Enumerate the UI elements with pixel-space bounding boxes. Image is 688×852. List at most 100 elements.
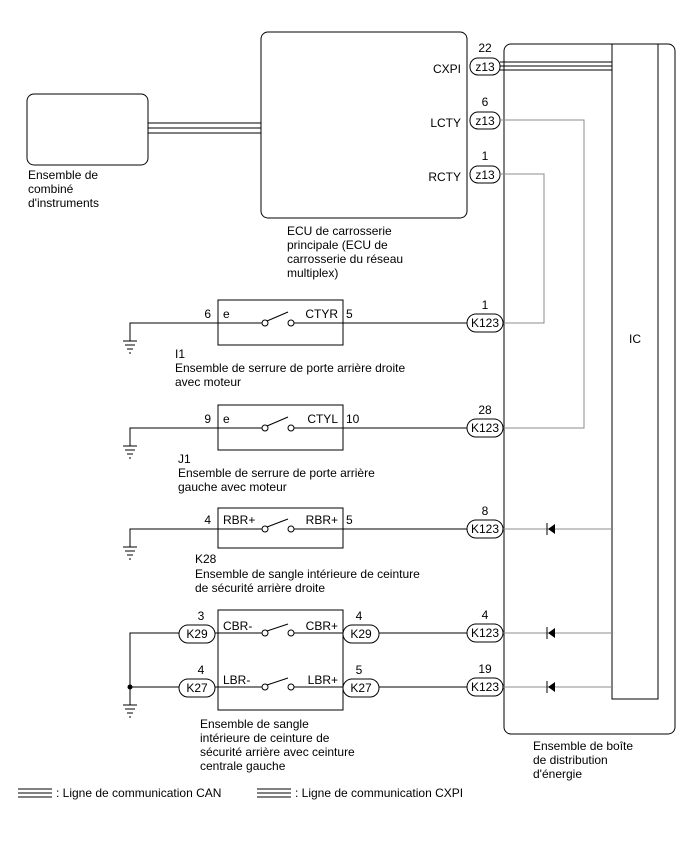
- switch-id: K28: [195, 552, 217, 566]
- connector-pill: [342, 678, 380, 698]
- jb-connector: K123: [471, 680, 499, 694]
- ecu-connector-lcty: z13: [475, 114, 495, 128]
- ecu-pin-number-lcty: 6: [482, 95, 489, 109]
- switch-left-pin: 3: [198, 609, 205, 623]
- ecu-pin-cxpi: CXPI 22 z13: [433, 41, 501, 76]
- cbr-diode-line: [503, 627, 612, 639]
- ecu-label: ECU de carrosserie principale (ECU de ca…: [287, 224, 403, 280]
- switch-name-line-2: de sécurité arrière droite: [195, 581, 325, 595]
- switch-left-pin: 6: [204, 307, 211, 321]
- diode-icon: [548, 524, 555, 534]
- jb-connector: K123: [471, 626, 499, 640]
- diode-icon: [548, 628, 555, 638]
- legend-can-label: : Ligne de communication CAN: [56, 786, 221, 800]
- ground-icon: [123, 445, 137, 459]
- jb-connector: K123: [471, 522, 499, 536]
- switch-right-term: CTYR: [305, 307, 338, 321]
- switch-name-line-4: centrale gauche: [200, 759, 286, 773]
- ecu-signal-cxpi: CXPI: [433, 62, 461, 76]
- ecu-pin-number-rcty: 1: [482, 149, 489, 163]
- lbr-diode-line: [503, 681, 612, 693]
- meter-label-line-3: d'instruments: [28, 196, 99, 210]
- rcty-wire: [500, 173, 545, 324]
- ic-block: [611, 43, 659, 700]
- combination-meter-label: Ensemble de combiné d'instruments: [28, 168, 99, 210]
- jb-pin-number: 19: [478, 662, 492, 676]
- ground-wire: [129, 427, 218, 446]
- ecu-connector-rcty: z13: [475, 168, 495, 182]
- left-connector: K27: [186, 681, 208, 695]
- legend-can-symbol: [18, 788, 52, 798]
- switch-contact: [261, 424, 269, 432]
- switch-left-term: e: [223, 307, 230, 321]
- switch-left-term: RBR+: [223, 513, 255, 527]
- switch-right-pin: 4: [356, 609, 363, 623]
- jb-connector: K123: [471, 421, 499, 435]
- switch-contact: [261, 683, 269, 691]
- switch-right-pin: 5: [346, 513, 353, 527]
- switch-right-pin: 5: [346, 307, 353, 321]
- junction-box-label: Ensemble de boîte de distribution d'éner…: [533, 739, 633, 781]
- switch-lever: [266, 677, 289, 686]
- switch-right-term: CBR+: [306, 619, 338, 633]
- switch-left-pin: 4: [198, 663, 205, 677]
- switch-left-term: CBR-: [223, 619, 252, 633]
- ground-wire: [129, 528, 218, 547]
- switch-right-term: LBR+: [308, 673, 338, 687]
- legend-cxpi-symbol: [257, 788, 291, 798]
- jb-pin-number: 1: [482, 298, 489, 312]
- jb-pin-rbr: 8 K123: [466, 504, 504, 539]
- switch-left-pin: 4: [204, 513, 211, 527]
- ground-icon: [123, 704, 137, 718]
- meter-label-line-1: Ensemble de: [28, 168, 98, 182]
- right-connector: K29: [350, 627, 372, 641]
- switch-name-line-2: avec moteur: [175, 375, 241, 389]
- jb-pin-number: 8: [482, 504, 489, 518]
- combination-meter-box: [26, 93, 149, 166]
- connector-pill: [342, 624, 380, 644]
- main-body-ecu-box: [260, 31, 468, 219]
- diode-icon: [548, 682, 555, 692]
- switch-center-belt: 3 K29 CBR- CBR+ 4 K29 4 K27 LBR- LBR+ 5 …: [123, 609, 467, 773]
- jb-pin-number: 4: [482, 608, 489, 622]
- connector-pill: [178, 678, 216, 698]
- meter-label-line-2: combiné: [28, 182, 74, 196]
- switch-right-pin: 5: [356, 663, 363, 677]
- jb-pin-number: 28: [478, 403, 492, 417]
- ground-wire: [129, 632, 179, 705]
- ic-label: IC: [629, 332, 641, 346]
- jb-pin-cbr: 4 K123: [466, 608, 504, 643]
- ecu-label-line-3: carrosserie du réseau: [287, 252, 403, 266]
- switch-id: J1: [178, 452, 191, 466]
- jb-pin-ctyr: 1 K123: [466, 298, 504, 333]
- ecu-pin-number-cxpi: 22: [478, 41, 492, 55]
- switch-contact: [261, 319, 269, 327]
- jb-pin-ctyl: 28 K123: [466, 403, 504, 438]
- switch-lever: [266, 311, 289, 322]
- switch-i1: 6 e CTYR 5 I1 Ensemble de serrure de por…: [123, 299, 467, 389]
- ecu-connector-cxpi: z13: [475, 60, 495, 74]
- ecu-pin-rcty: RCTY 1 z13: [428, 149, 501, 184]
- rbr-diode-line: [503, 523, 612, 535]
- jb-label-line-3: d'énergie: [533, 767, 582, 781]
- legend-cxpi-label: : Ligne de communication CXPI: [295, 786, 463, 800]
- switch-right-pin: 10: [346, 412, 360, 426]
- switch-name-line-1: Ensemble de sangle intérieure de ceintur…: [195, 567, 420, 581]
- switch-lever: [266, 623, 289, 632]
- switch-name-line-1: Ensemble de sangle: [200, 717, 309, 731]
- switch-id: I1: [175, 347, 185, 361]
- switch-name-line-3: sécurité arrière avec ceinture: [200, 745, 355, 759]
- switch-left-term: LBR-: [223, 673, 250, 687]
- switch-name-line-2: gauche avec moteur: [178, 480, 287, 494]
- connector-pill: [178, 624, 216, 644]
- ground-wire: [129, 322, 218, 341]
- cxpi-bus-wire: [500, 61, 612, 71]
- switch-box: [217, 507, 344, 549]
- switch-left-pin: 9: [204, 412, 211, 426]
- jb-label-line-1: Ensemble de boîte: [533, 739, 633, 753]
- ecu-label-line-2: principale (ECU de: [287, 238, 388, 252]
- jb-pin-lbr: 19 K123: [466, 662, 504, 697]
- left-connector: K29: [186, 627, 208, 641]
- switch-k28: 4 RBR+ RBR+ 5 K28 Ensemble de sangle int…: [123, 507, 467, 595]
- ecu-label-line-4: multiplex): [287, 266, 338, 280]
